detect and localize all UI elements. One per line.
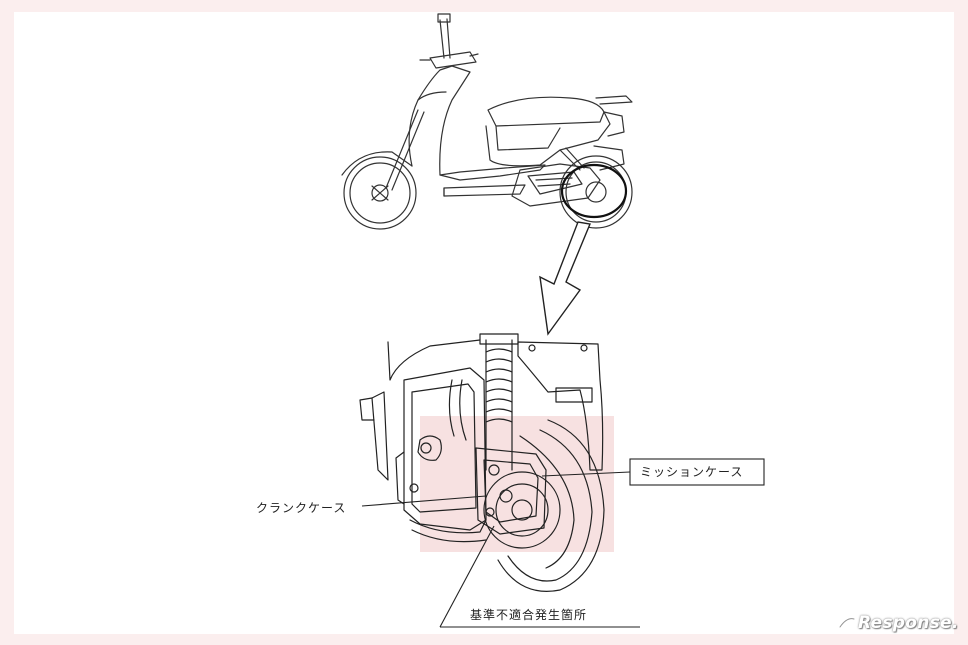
- scooter-side-view-drawing: [341, 13, 633, 230]
- defect-location-leader: [439, 525, 495, 628]
- response-logo-icon: [838, 617, 856, 629]
- watermark-text: Response.: [858, 613, 959, 633]
- response-logo: Response.: [838, 611, 959, 635]
- crank-case-leader: [361, 495, 487, 507]
- highlight-circle: [560, 163, 628, 219]
- rear-wheel-engine-closeup-drawing: [359, 333, 605, 592]
- down-arrow-icon: [539, 221, 591, 336]
- defect-location-label: 基準不適合発生箇所: [470, 608, 588, 622]
- mission-case-label: ミッションケース: [640, 465, 744, 479]
- leader-lines: [361, 458, 765, 628]
- mission-case-leader: [541, 471, 631, 477]
- crank-case-label: クランクケース: [256, 501, 347, 515]
